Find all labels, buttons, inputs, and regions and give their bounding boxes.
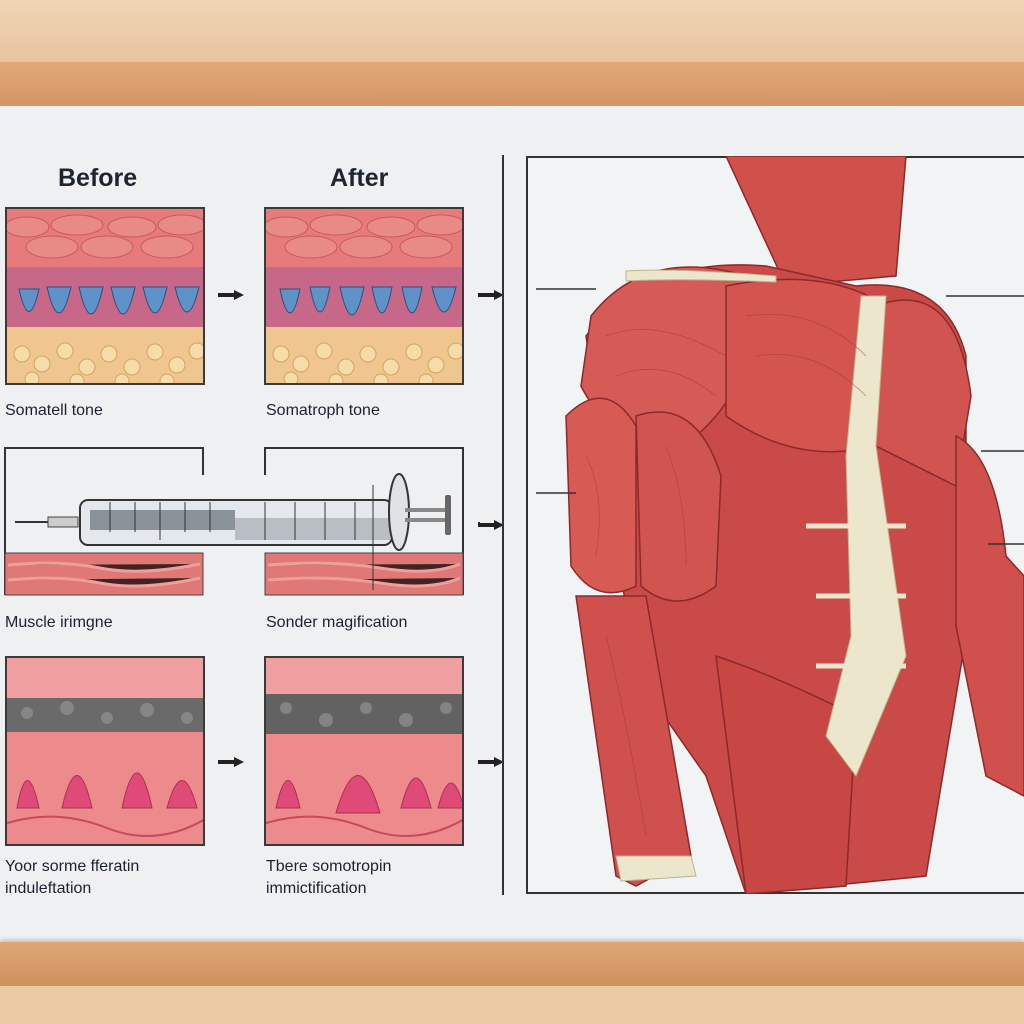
arrow-right-icon [218, 757, 244, 767]
frame-top-rail [0, 62, 1024, 106]
before-heading: Before [58, 164, 138, 192]
label-somatroph-tone: Somatroph tone [266, 402, 380, 419]
label-line: immictification [266, 880, 367, 897]
label-row3-right: Tbere somotropin immictification [266, 856, 391, 900]
label-line: Yoor sorme fferatin [5, 858, 140, 875]
after-gland-panel [264, 656, 464, 846]
arrow-right-icon [478, 757, 504, 767]
arrow-right-icon [218, 290, 244, 300]
after-tissue-panel [264, 207, 464, 385]
label-line: Tbere somotropin [266, 858, 392, 875]
label-somatell-tone: Somatell tone [5, 402, 103, 419]
wooden-shelf-bottom [0, 986, 1024, 1024]
before-gland-panel [5, 656, 205, 846]
after-heading: After [330, 164, 389, 192]
frame-bottom-rail [0, 942, 1024, 986]
arrow-right-icon [478, 520, 504, 530]
label-row3-left: Yoor sorme fferatin induleftation [5, 856, 139, 900]
before-tissue-panel [5, 207, 205, 385]
arrow-right-icon [478, 290, 504, 300]
label-line: induleftation [5, 880, 92, 897]
syringe-illustration [4, 447, 480, 596]
label-muscle-irimgne: Muscle irimgne [5, 614, 113, 631]
label-sonder-magification: Sonder magification [266, 614, 408, 631]
wooden-wall-top [0, 0, 1024, 62]
muscle-anatomy-figure [526, 156, 1024, 894]
divider-line [502, 155, 504, 895]
